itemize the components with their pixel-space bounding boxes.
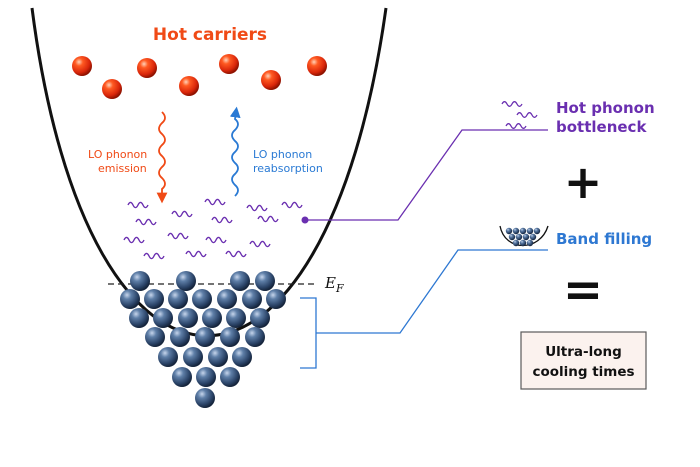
hot-carriers-title: Hot carriers <box>153 25 267 45</box>
band-filling-icon <box>505 227 541 247</box>
phonon-squiggle <box>225 250 247 258</box>
lo-reabsorption-arrow <box>229 106 241 197</box>
phonon-icon-squiggle <box>501 101 523 107</box>
lo-emission-label-2: emission <box>98 162 147 175</box>
electron-sphere <box>145 327 165 347</box>
phonon-squiggle <box>246 204 268 212</box>
electron-sphere <box>158 347 178 367</box>
electron-sphere <box>220 327 240 347</box>
band-filling-icon-sphere <box>505 227 513 235</box>
hot-carrier-sphere <box>137 58 157 78</box>
electron-sphere <box>192 289 212 309</box>
electron-sphere <box>226 308 246 328</box>
electron-sphere <box>220 367 240 387</box>
hot-carrier-spheres <box>72 54 327 99</box>
electron-spheres <box>120 271 286 408</box>
phonon-squiggle <box>211 216 233 224</box>
electron-sphere <box>120 289 140 309</box>
phonon-squiggle <box>127 201 149 209</box>
electron-sphere <box>168 289 188 309</box>
phonon-icon-squiggle <box>516 112 538 118</box>
electron-sphere <box>178 308 198 328</box>
electron-sphere <box>208 347 228 367</box>
hot-phonon-icon <box>501 101 538 129</box>
band-filling-connector-line <box>316 249 548 334</box>
phonon-squiggles <box>123 198 303 260</box>
electron-sphere <box>245 327 265 347</box>
phonon-squiggle <box>123 236 145 244</box>
electron-sphere <box>266 289 286 309</box>
phonon-connector-line <box>305 129 548 221</box>
fermi-level-label: EF <box>324 274 344 295</box>
hot-carrier-sphere <box>219 54 239 74</box>
phonon-squiggle <box>281 201 303 209</box>
band-filling-icon-sphere <box>529 233 537 241</box>
band-filling-label: Band filling <box>556 230 652 248</box>
phonon-icon-squiggle <box>505 123 527 129</box>
electron-sphere <box>172 367 192 387</box>
lo-emission-arrow <box>156 111 168 204</box>
phonon-squiggle <box>249 240 271 248</box>
electron-sphere <box>195 327 215 347</box>
band-filling-icon-sphere <box>522 233 530 241</box>
electron-sphere <box>250 308 270 328</box>
band-filling-icon-sphere <box>519 239 527 247</box>
electron-sphere <box>217 289 237 309</box>
electron-sphere <box>255 271 275 291</box>
electron-sphere <box>183 347 203 367</box>
result-box <box>520 331 647 390</box>
band-filling-icon-sphere <box>508 233 516 241</box>
electron-sphere <box>242 289 262 309</box>
electron-sphere <box>129 308 149 328</box>
lo-reabsorption-label-1: LO phonon <box>253 148 312 161</box>
phonon-squiggle <box>204 198 226 206</box>
electron-sphere <box>176 271 196 291</box>
band-filling-icon-sphere <box>526 227 534 235</box>
lo-emission-label-1: LO phonon <box>88 148 147 161</box>
hot-carrier-sphere <box>261 70 281 90</box>
hot-carrier-sphere <box>179 76 199 96</box>
band-filling-icon-sphere <box>512 239 520 247</box>
band-filling-bracket <box>300 297 317 369</box>
phonon-squiggle <box>205 236 227 244</box>
hot-phonon-label-1: Hot phonon <box>556 99 655 117</box>
electron-sphere <box>196 367 216 387</box>
electron-sphere <box>202 308 222 328</box>
electron-sphere <box>230 271 250 291</box>
phonon-squiggle <box>167 232 189 240</box>
band-filling-icon-sphere <box>515 233 523 241</box>
phonon-squiggle <box>143 252 165 260</box>
phonon-squiggle <box>171 210 193 218</box>
hot-carrier-sphere <box>102 79 122 99</box>
phonon-squiggle <box>185 250 207 258</box>
electron-sphere <box>170 327 190 347</box>
phonon-squiggle <box>257 215 279 223</box>
band-filling-icon-sphere <box>519 227 527 235</box>
band-filling-icon-sphere <box>526 239 534 247</box>
result-label-1: Ultra-long <box>545 344 622 360</box>
equals-symbol: = <box>563 262 603 318</box>
lo-reabsorption-label-2: reabsorption <box>253 162 323 175</box>
electron-sphere <box>195 388 215 408</box>
electron-sphere <box>232 347 252 367</box>
electron-sphere <box>144 289 164 309</box>
electron-sphere <box>130 271 150 291</box>
plus-symbol: + <box>564 155 603 209</box>
band-filling-icon-sphere <box>533 227 541 235</box>
electron-sphere <box>153 308 173 328</box>
hot-carrier-sphere <box>307 56 327 76</box>
hot-carrier-sphere <box>72 56 92 76</box>
result-label-2: cooling times <box>532 364 634 380</box>
band-filling-icon-sphere <box>512 227 520 235</box>
phonon-squiggle <box>135 218 157 226</box>
hot-phonon-label-2: bottleneck <box>556 118 647 136</box>
